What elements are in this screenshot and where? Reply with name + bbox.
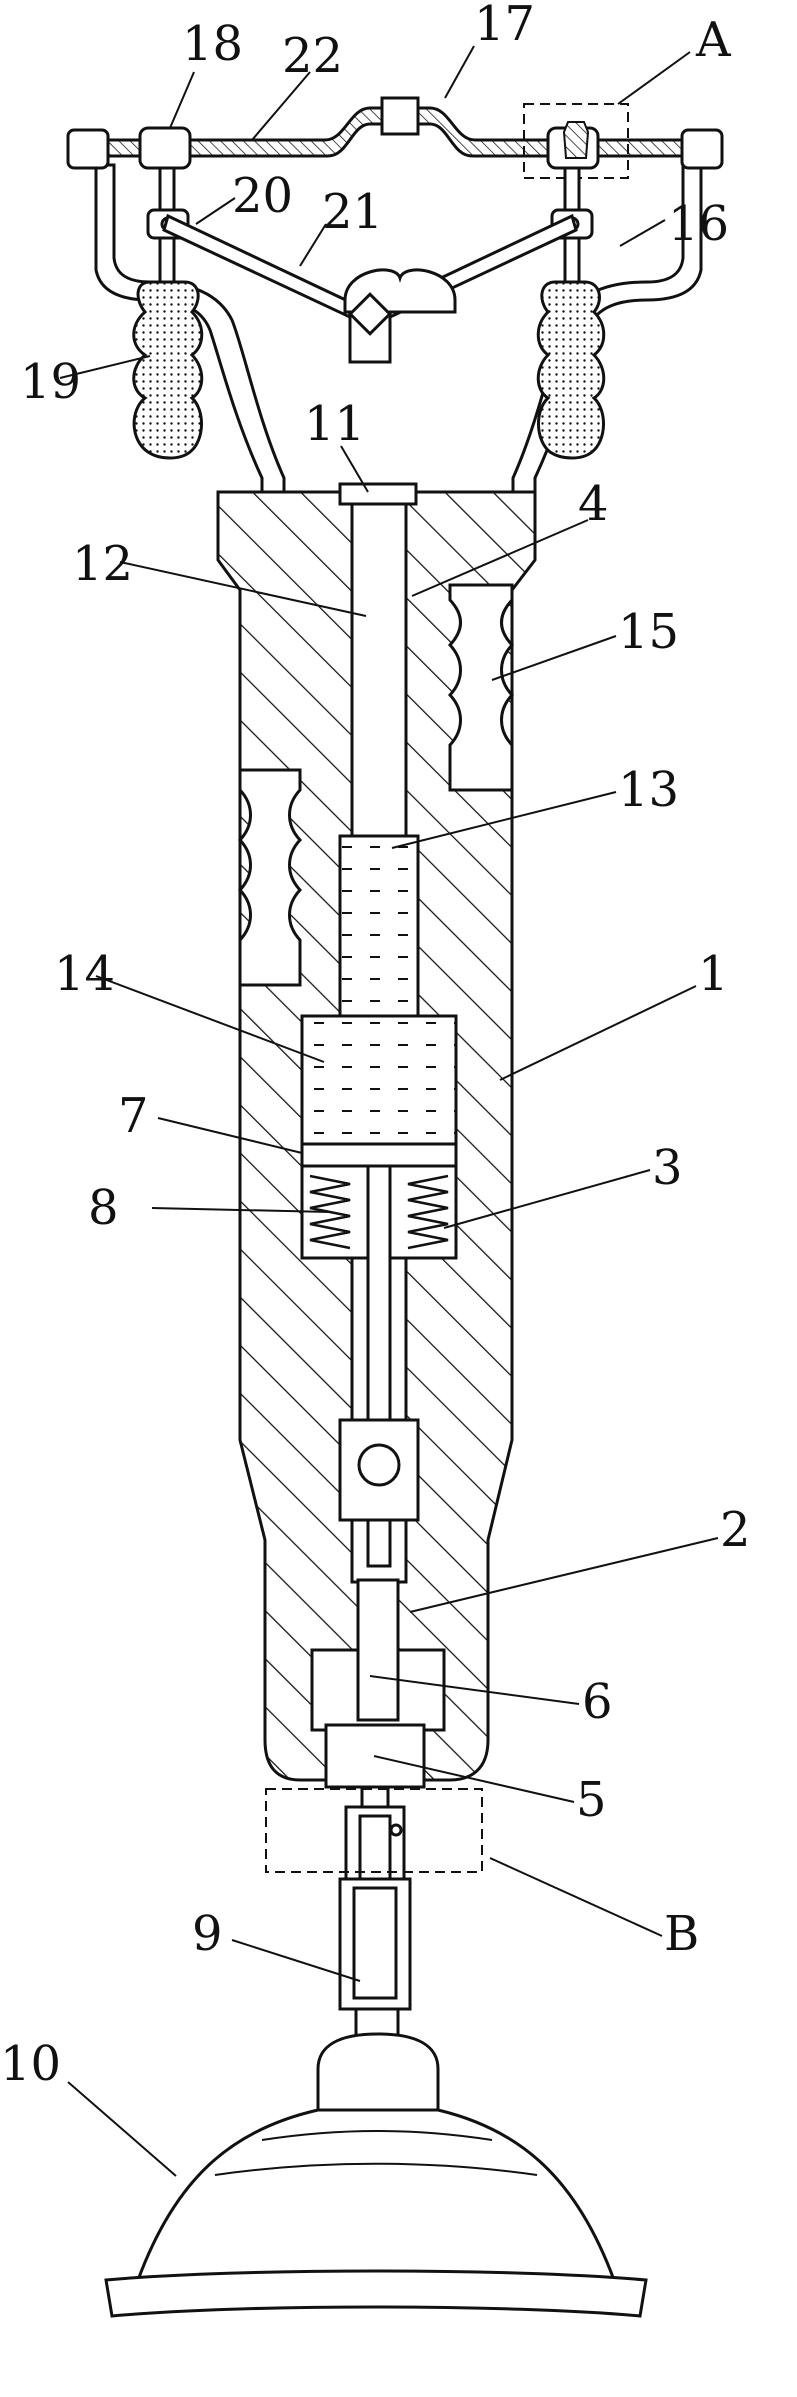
label-12: 12 — [72, 536, 133, 592]
label-4: 4 — [578, 476, 609, 532]
cross-hinge — [348, 292, 392, 336]
label-10: 10 — [0, 2036, 61, 2092]
label-1: 1 — [698, 946, 729, 1002]
lower-rod — [356, 1578, 400, 1722]
chamber — [300, 1014, 458, 1146]
pin — [389, 1823, 403, 1837]
detail-b-box — [265, 1788, 483, 1873]
label-B: B — [664, 1906, 699, 1962]
labels: 18 22 17 A 20 21 16 19 11 4 12 15 13 14 … — [0, 0, 751, 2092]
ball-joint — [357, 1443, 401, 1487]
cup-rim — [104, 2269, 648, 2318]
slot-left — [237, 768, 303, 987]
piston-plate — [300, 1142, 458, 1168]
label-A: A — [695, 12, 732, 68]
handle-assembly — [66, 96, 724, 494]
label-6: 6 — [582, 1674, 613, 1730]
top-bar-center-block — [380, 96, 420, 136]
left-slider — [138, 126, 192, 170]
left-frame — [94, 163, 286, 494]
label-18: 18 — [182, 16, 243, 72]
label-16: 16 — [668, 196, 729, 252]
leader-lines — [59, 45, 719, 2177]
label-13: 13 — [618, 762, 679, 818]
right-frame-cap — [680, 128, 724, 170]
detail-a-bolt — [562, 121, 590, 159]
lower-tube-inner — [352, 1886, 398, 2000]
label-5: 5 — [576, 1772, 607, 1828]
label-17: 17 — [474, 0, 535, 52]
left-frame-cap — [66, 128, 110, 170]
upper-cylinder — [338, 834, 420, 1018]
top-collar — [338, 482, 418, 506]
label-21: 21 — [322, 184, 383, 240]
cup-top — [316, 2032, 440, 2112]
label-8: 8 — [88, 1180, 119, 1236]
label-3: 3 — [652, 1140, 683, 1196]
label-11: 11 — [304, 396, 365, 452]
label-2: 2 — [720, 1502, 751, 1558]
left-grip — [132, 280, 204, 460]
label-14: 14 — [54, 946, 115, 1002]
lower-assembly — [104, 1723, 648, 2318]
slot-right — [447, 583, 515, 792]
label-9: 9 — [192, 1906, 223, 1962]
upper-tube-inner — [358, 1814, 392, 1882]
body-housing — [216, 482, 537, 1782]
label-15: 15 — [618, 604, 679, 660]
label-19: 19 — [20, 354, 81, 410]
right-grip — [536, 280, 606, 460]
top-bar — [106, 106, 684, 158]
label-22: 22 — [282, 28, 343, 84]
label-20: 20 — [232, 168, 293, 224]
label-7: 7 — [118, 1088, 149, 1144]
